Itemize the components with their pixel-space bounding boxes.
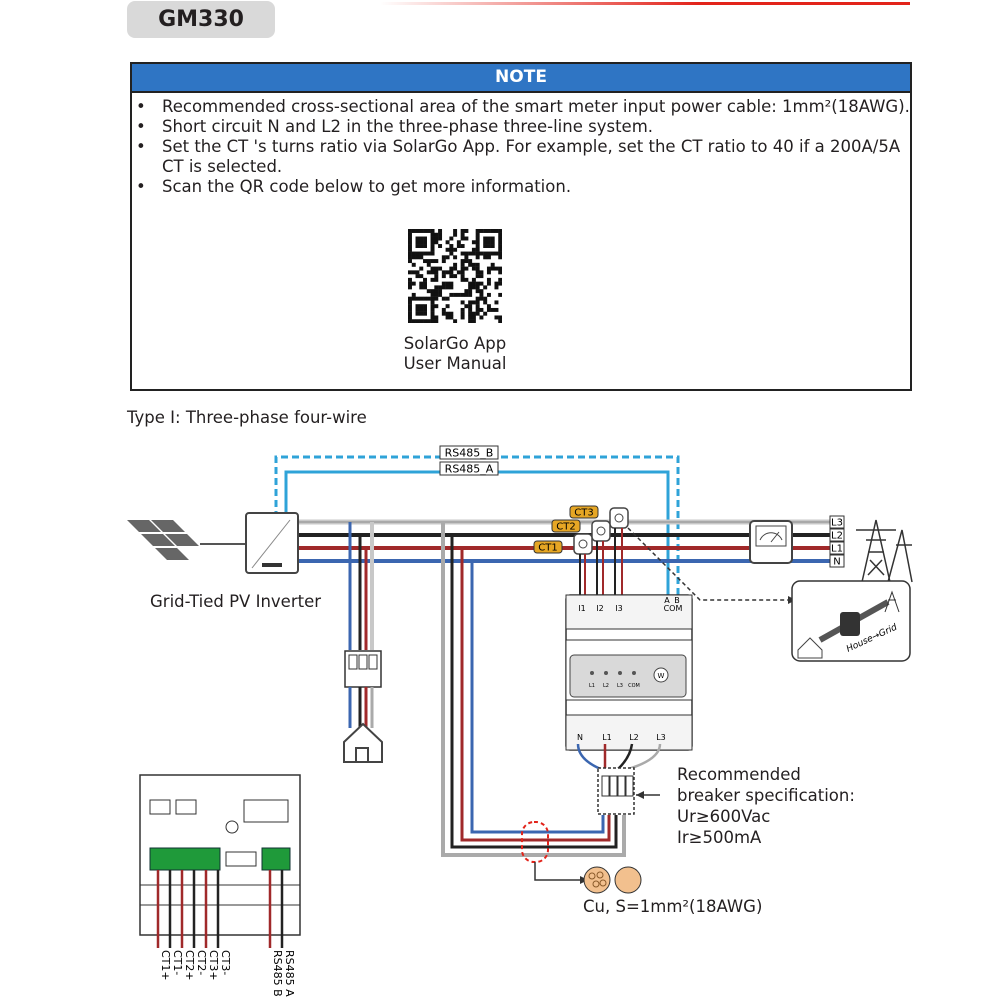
terminal-l2: L2: [629, 733, 639, 742]
qr-caption-line: User Manual: [403, 354, 507, 373]
terminal-label: CT3-: [219, 950, 232, 975]
breaker-spec: Recommended breaker specification: Ur≥60…: [677, 764, 855, 848]
note-item: Recommended cross-sectional area of the …: [132, 97, 910, 117]
terminal-label: CT1+: [159, 950, 172, 981]
house-icon: [343, 722, 383, 763]
note-box: NOTE Recommended cross-sectional area of…: [130, 62, 912, 391]
meter-button-label: W: [658, 672, 665, 680]
terminal-a: A: [664, 596, 670, 605]
qr-caption: SolarGo App User Manual: [372, 334, 538, 374]
bottom-terminal-labels: CT1+ CT1- CT2+ CT2- CT3+ CT3- RS485 B RS…: [159, 950, 296, 997]
ct-tag-text: CT1: [538, 543, 557, 554]
ct-tags: CT3 CT2 CT1: [533, 505, 599, 554]
note-item: Set the CT 's turns ratio via SolarGo Ap…: [132, 137, 910, 177]
terminal-i3: I3: [615, 604, 622, 613]
note-list: Recommended cross-sectional area of the …: [132, 97, 910, 197]
grid-phase-labels: L3 L2 L1 N: [829, 515, 845, 568]
terminal-i2: I2: [596, 604, 603, 613]
terminal-label: CT2+: [183, 950, 196, 981]
grid-meter-icon: [749, 520, 793, 564]
ct-tag-text: CT2: [556, 522, 575, 533]
cable-label: Cu, S=1mm²(18AWG): [583, 897, 763, 916]
breaker-spec-line: Ur≥600Vac: [677, 807, 771, 826]
ct-clamp-l3: [609, 507, 629, 529]
phase-label-l2: L2: [831, 531, 843, 542]
sample-loop-l3: [441, 522, 626, 857]
note-item: Short circuit N and L2 in the three-phas…: [132, 117, 910, 137]
header-accent-line: [380, 2, 910, 5]
house-breaker-icon: [344, 650, 382, 688]
meter-terminal-panel: [139, 774, 301, 936]
qr-caption-line: SolarGo App: [403, 334, 507, 353]
rs485-b-line: [274, 455, 680, 598]
breaker-icon: [597, 767, 635, 815]
ct-direction-panel: House→Grid: [791, 580, 911, 662]
ct-tag-text: CT3: [574, 508, 593, 519]
inverter-icon: [245, 512, 299, 574]
cable-strand-icon: [583, 866, 642, 894]
rs485-b-tag: [439, 445, 499, 460]
transmission-tower-icon: [856, 519, 913, 583]
ct-clamp-l1: [573, 533, 593, 555]
sample-loop-l1: [460, 548, 611, 842]
model-tab[interactable]: GM330: [127, 1, 275, 38]
phase-label-n: N: [833, 557, 840, 568]
note-heading: NOTE: [132, 64, 910, 93]
terminal-label: RS485 B: [271, 950, 284, 997]
terminal-l3: L3: [656, 733, 666, 742]
terminal-label: CT3+: [207, 950, 220, 981]
inverter-label: Grid-Tied PV Inverter: [150, 592, 322, 611]
terminal-com: COM: [664, 604, 683, 613]
note-item: Scan the QR code below to get more infor…: [132, 177, 910, 197]
rs485-a-tag: [439, 461, 499, 476]
terminal-n: N: [577, 733, 583, 742]
qr-code-icon[interactable]: [408, 229, 502, 323]
terminal-i1: I1: [578, 604, 585, 613]
terminal-wires: [156, 870, 284, 948]
ct-clamps: [573, 507, 629, 555]
breaker-spec-line: Ir≥500mA: [677, 828, 762, 847]
phase-label-l1: L1: [831, 544, 843, 555]
terminal-b: B: [674, 596, 680, 605]
meter-led-label: L2: [603, 683, 609, 689]
terminal-label: CT2-: [195, 950, 208, 975]
meter-led-label: L1: [589, 683, 595, 689]
solar-panel-icon: [127, 520, 199, 560]
terminal-label: CT1-: [171, 950, 184, 975]
phase-label-l3: L3: [831, 518, 843, 529]
terminal-label: RS485 A: [283, 950, 296, 997]
meter-led-label: L3: [617, 683, 623, 689]
sample-loop-l2: [450, 535, 618, 849]
diagram-title: Type I: Three-phase four-wire: [127, 408, 367, 427]
breaker-spec-line: Recommended: [677, 765, 801, 784]
rs485-a-text: RS485_A: [445, 463, 494, 476]
meter-led-label: COM: [628, 683, 640, 689]
breaker-spec-line: breaker specification:: [677, 786, 855, 805]
terminal-l1: L1: [602, 733, 612, 742]
ct-clamp-l2: [591, 520, 611, 542]
rs485-b-text: RS485_B: [445, 447, 494, 460]
meter-terminal-labels: I1 I2 I3 A B COM N L1 L2 L3: [577, 596, 682, 742]
sample-loop-n: [470, 561, 605, 834]
smart-meter: W L1 L2 L3 COM: [565, 594, 693, 751]
